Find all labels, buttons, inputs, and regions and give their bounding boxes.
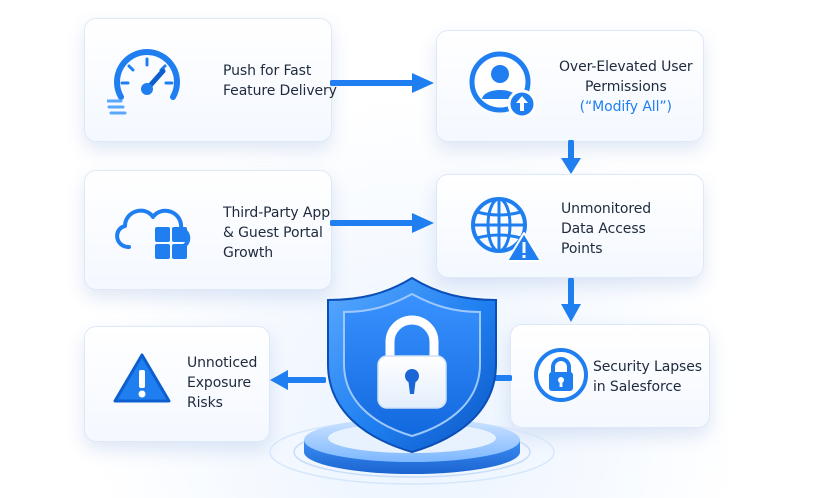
arrow-unmonitored-to-security-lapses [561, 278, 581, 322]
label-fast-delivery: Push for Fast Feature Delivery [223, 61, 337, 101]
globe-warning-icon [471, 197, 542, 262]
label-line: Permissions [584, 79, 667, 95]
speedometer-icon [107, 49, 180, 115]
label-line: (“Modify All”) [579, 99, 672, 115]
label-line: in Salesforce [593, 379, 682, 395]
warning-icon [113, 353, 171, 403]
label-line: & Guest Portal [223, 225, 323, 241]
card-fast-delivery: Push for Fast Feature Delivery [84, 18, 337, 142]
card-security-lapses: Security Lapses in Salesforce [510, 324, 710, 428]
arrow-fast-to-over-elevated [330, 73, 434, 93]
arrow-third-party-to-unmonitored [330, 213, 434, 233]
shield-lock-icon [269, 276, 555, 485]
label-unmonitored: Unmonitored Data Access Points [561, 199, 651, 259]
padlock-icon [534, 348, 588, 402]
label-line: Unmonitored [561, 201, 651, 217]
label-line: Data Access [561, 221, 646, 237]
card-exposure-risks: Unnoticed Exposure Risks [84, 326, 270, 442]
card-unmonitored: Unmonitored Data Access Points [436, 174, 704, 278]
label-line: Security Lapses [593, 359, 702, 375]
label-line: Unnoticed [187, 355, 258, 371]
arrow-over-elevated-to-unmonitored [561, 140, 581, 174]
label-line: Growth [223, 245, 274, 261]
label-line: Points [561, 241, 603, 257]
arrow-shield-to-exposure-risks [270, 370, 326, 390]
user-upgrade-icon [469, 51, 537, 119]
label-line: Third-Party App [223, 205, 330, 221]
label-security-lapses: Security Lapses in Salesforce [593, 357, 702, 397]
label-third-party: Third-Party App & Guest Portal Growth [223, 203, 330, 263]
label-line: Exposure [187, 375, 252, 391]
label-over-elevated: Over-Elevated User Permissions (“Modify … [559, 57, 693, 117]
label-line: Risks [187, 395, 223, 411]
label-line: Over-Elevated User [559, 59, 693, 75]
label-exposure-risks: Unnoticed Exposure Risks [187, 353, 257, 413]
label-line: Push for Fast [223, 63, 312, 79]
cloud-apps-icon [115, 208, 191, 259]
label-line: Feature Delivery [223, 83, 337, 99]
card-over-elevated: Over-Elevated User Permissions (“Modify … [436, 30, 704, 142]
card-third-party: Third-Party App & Guest Portal Growth [84, 170, 332, 290]
